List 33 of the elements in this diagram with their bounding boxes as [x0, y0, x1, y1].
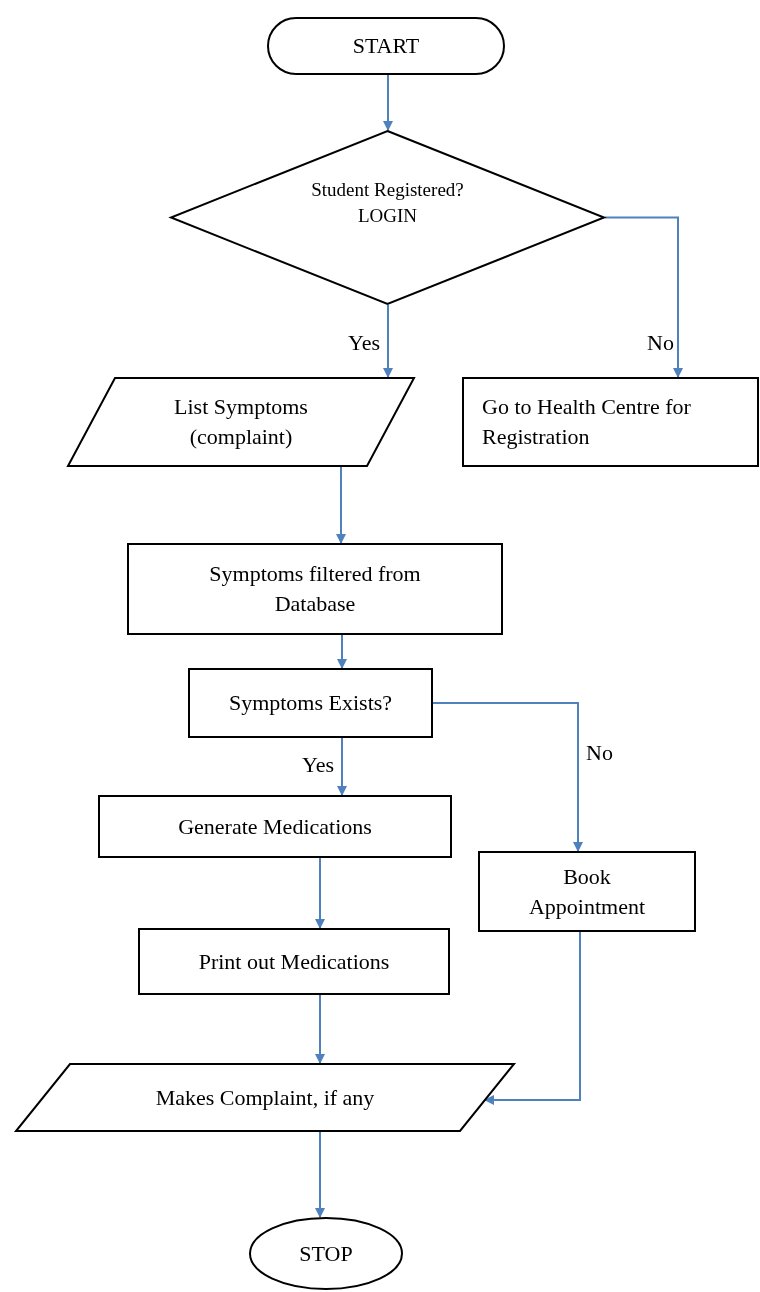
input-parallelogram [67, 377, 415, 467]
arrow [337, 634, 347, 669]
node-label: Symptoms filtered from Database [208, 560, 422, 618]
node-label: START [352, 32, 420, 61]
process-box [462, 377, 759, 467]
node-label: STOP [299, 1239, 353, 1268]
arrow [604, 216, 683, 378]
node-label: Symptoms Exists? [228, 689, 393, 718]
node-label: Generate Medications [178, 812, 372, 841]
arrow [432, 702, 583, 852]
arrow [336, 466, 346, 544]
arrow [383, 304, 393, 378]
node-label: Print out Medications [198, 947, 390, 976]
decision-diamond [170, 130, 605, 305]
node-label: Book Appointment [527, 862, 647, 921]
arrow [484, 931, 581, 1105]
process-box [138, 928, 450, 995]
arrow [383, 74, 393, 131]
stop-terminal [249, 1217, 403, 1290]
node-label: Student Registered? LOGIN [310, 177, 465, 228]
process-box [98, 795, 452, 858]
node-label: Go to Health Centre for Registration [482, 393, 692, 451]
node-label: Makes Complaint, if any [155, 1083, 375, 1112]
process-box [478, 851, 696, 932]
arrow [315, 1131, 325, 1218]
arrow [315, 857, 325, 929]
process-box [127, 543, 503, 635]
start-terminal [267, 17, 505, 75]
node-label: List Symptoms (complaint) [173, 393, 309, 451]
process-box [188, 668, 433, 738]
output-parallelogram [15, 1063, 515, 1132]
arrow [315, 994, 325, 1064]
arrow [337, 737, 347, 796]
